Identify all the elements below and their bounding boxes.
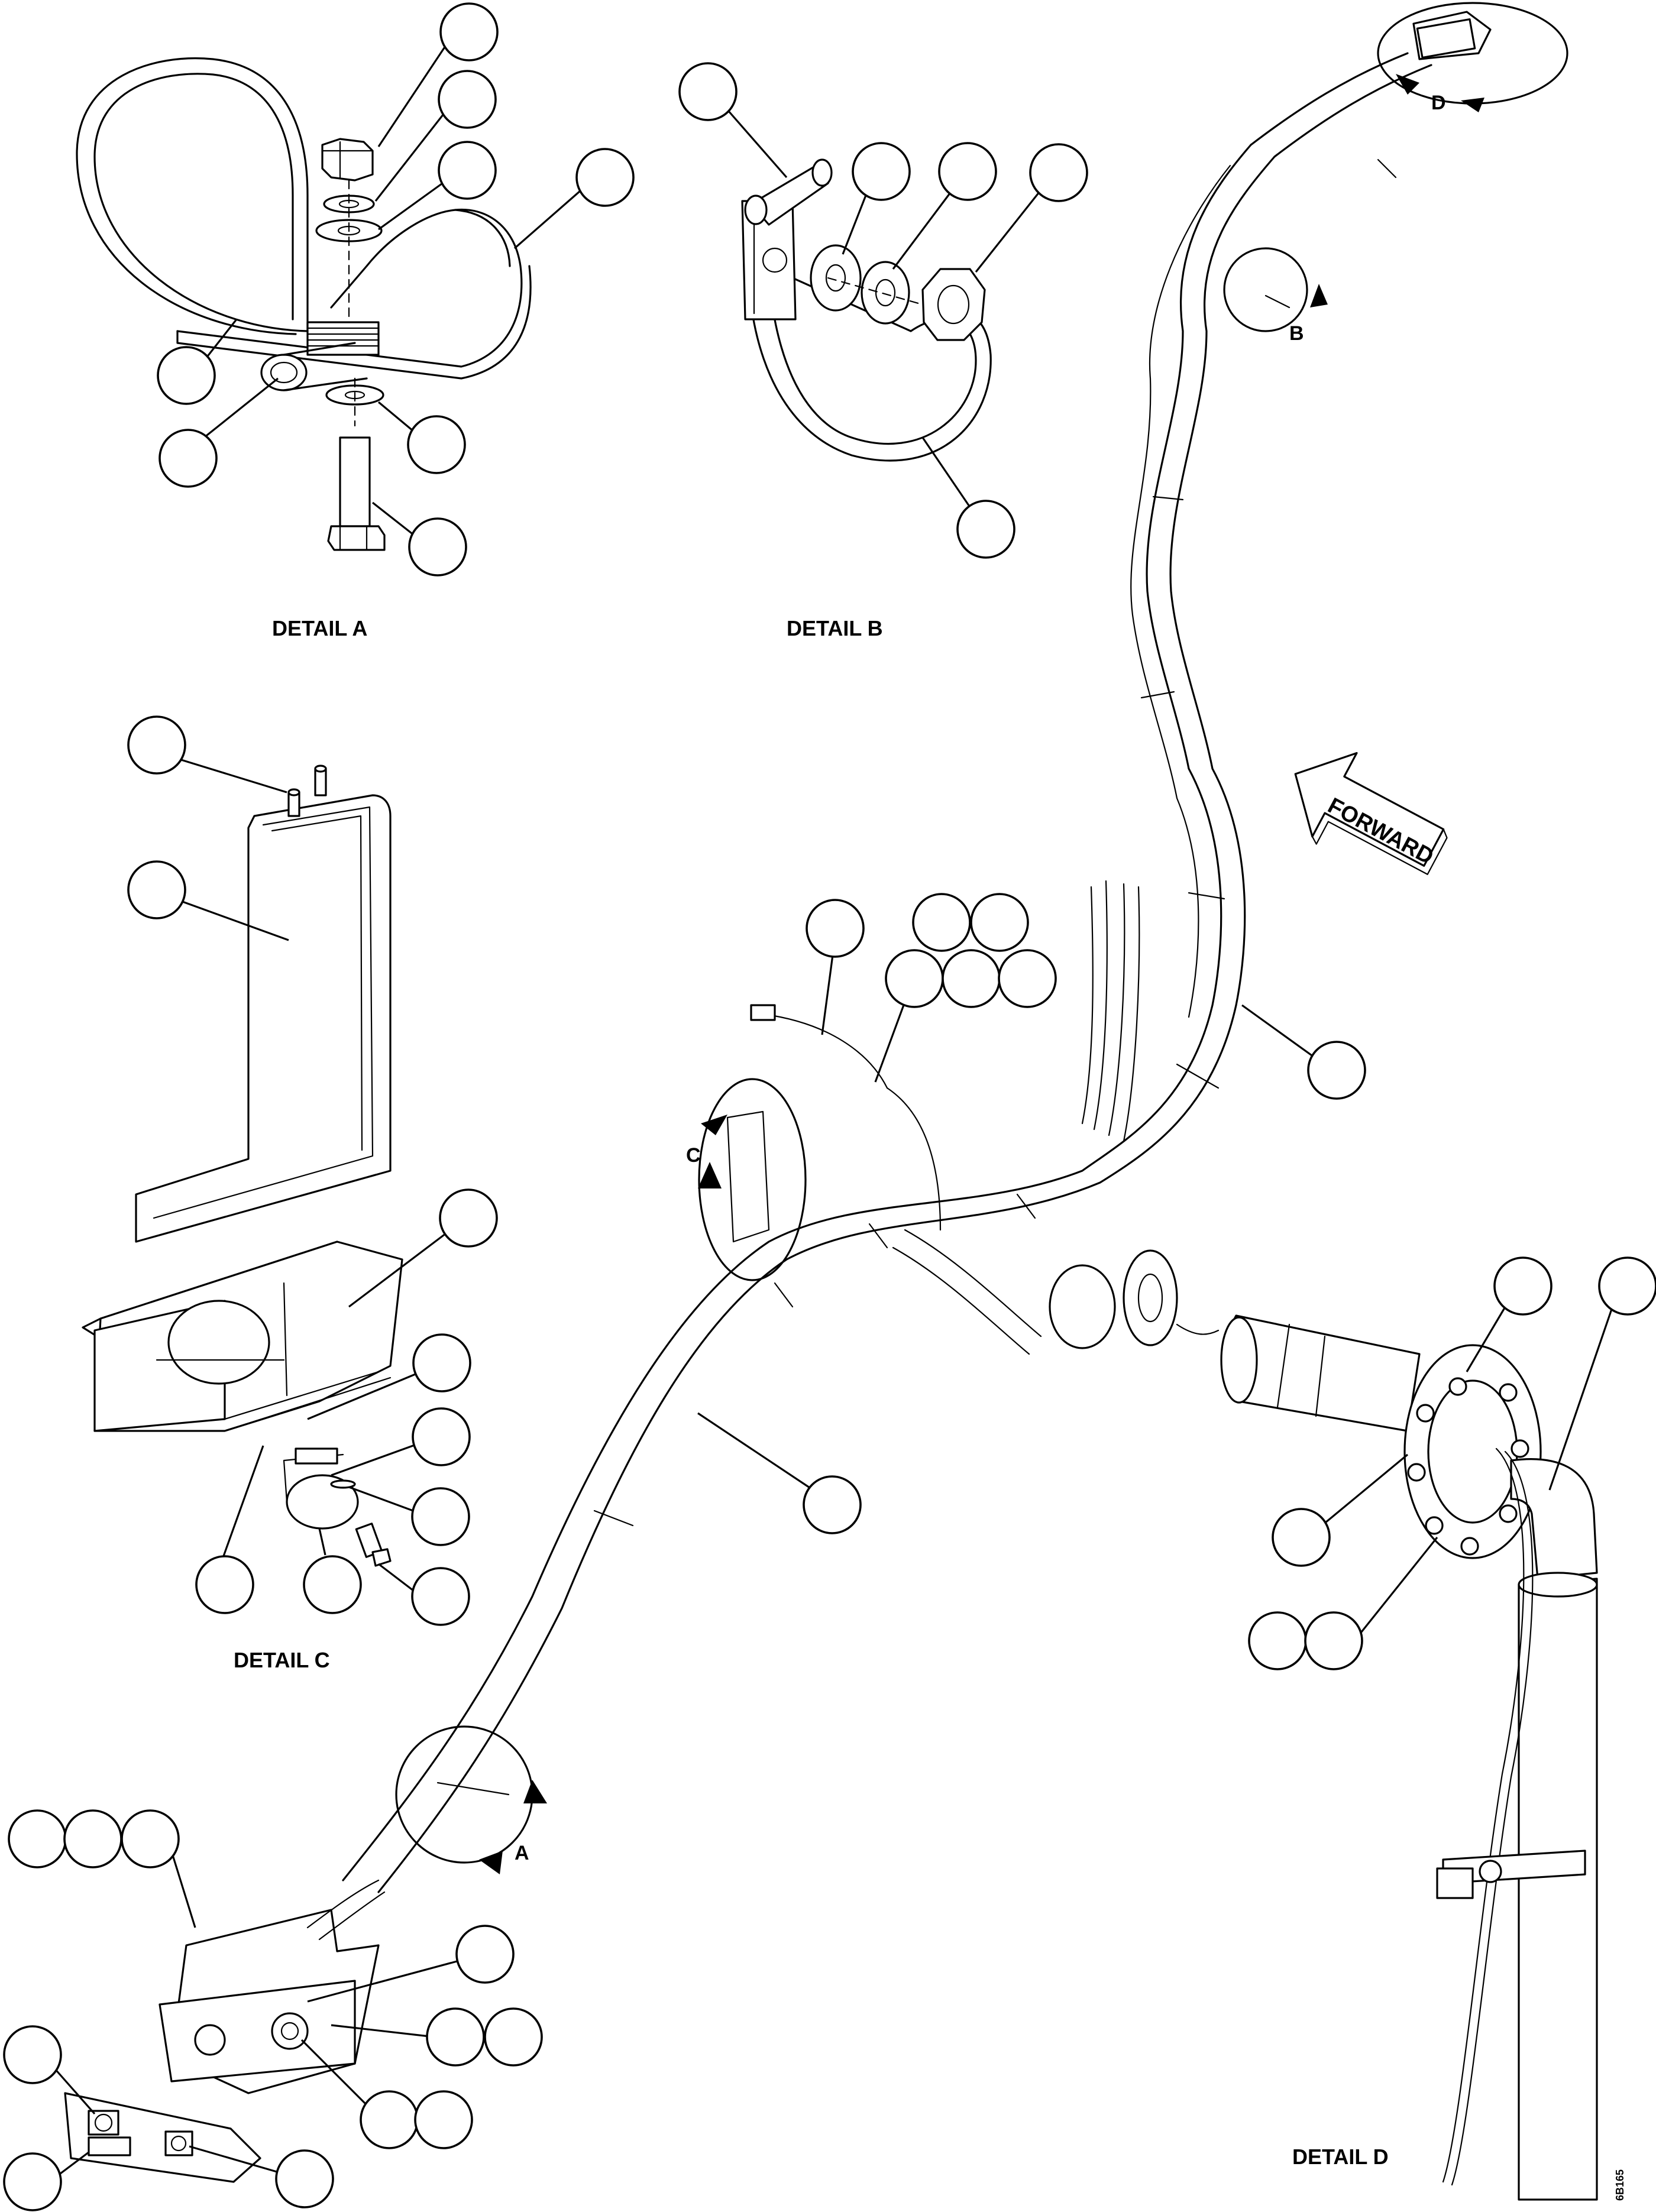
view-marker-d: D [1431, 92, 1446, 114]
view-marker-c: C [686, 1144, 701, 1167]
detail-d-label: DETAIL D [1292, 2145, 1389, 2169]
detail-b-label: DETAIL B [787, 616, 883, 640]
forward-arrow [1294, 752, 1448, 875]
figure-code: 6B165 [1614, 2169, 1626, 2201]
detail-c-drawing [82, 715, 498, 1626]
main-harness-assembly [3, 2, 1568, 2211]
detail-d-drawing [1220, 1256, 1656, 2201]
detail-b-drawing [678, 62, 1088, 559]
detail-a-drawing [76, 2, 635, 577]
view-marker-a: A [515, 1842, 529, 1864]
detail-c-label: DETAIL C [234, 1648, 330, 1672]
detail-a-label: DETAIL A [272, 616, 367, 640]
view-marker-b: B [1289, 322, 1304, 345]
